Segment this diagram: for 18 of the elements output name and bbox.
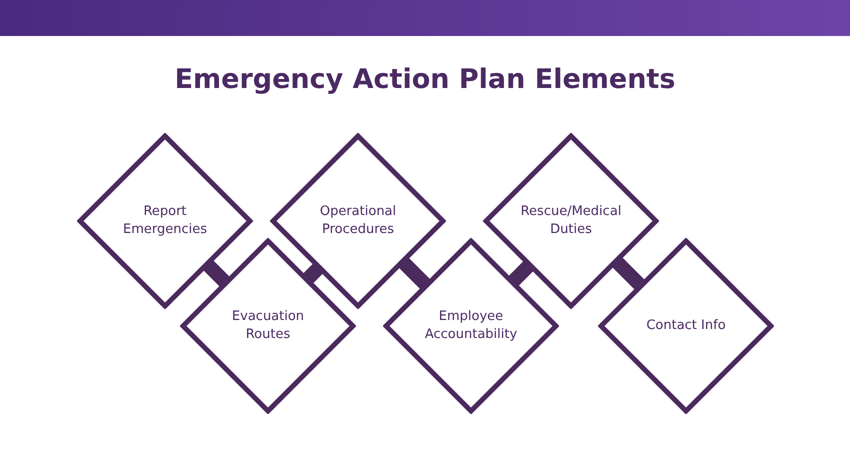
diamond-shape (483, 133, 659, 309)
node-label: Employee Accountability (424, 308, 518, 344)
diamond-shape (180, 238, 356, 414)
diamond-shape (270, 133, 446, 309)
diamond-shape (598, 238, 774, 414)
connector-bar (202, 259, 231, 288)
diamond-shape (383, 238, 559, 414)
connector-bar (508, 260, 534, 287)
connector-bar (611, 256, 646, 291)
node-label: Evacuation Routes (230, 308, 306, 344)
node-label: Operational Procedures (318, 203, 398, 239)
node-label: Report Emergencies (122, 203, 208, 239)
connector-bar (398, 256, 432, 290)
connector-bar (302, 262, 324, 284)
node-label: Rescue/Medical Duties (520, 203, 622, 239)
title: Emergency Action Plan Elements (174, 64, 676, 95)
diamond-shape (77, 133, 253, 309)
node-label: Contact Info (646, 317, 726, 335)
